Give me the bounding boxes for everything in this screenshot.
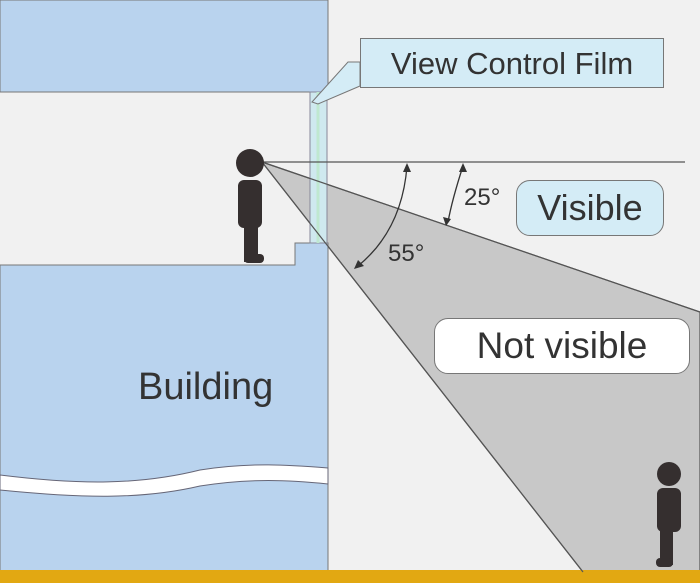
upper-limit-line bbox=[261, 161, 700, 313]
angle-55-arc bbox=[357, 165, 408, 267]
lower-limit-line bbox=[261, 161, 584, 573]
angle-25-label: 25° bbox=[464, 184, 501, 211]
building-label: Building bbox=[138, 366, 274, 408]
person-outside-icon bbox=[656, 462, 681, 567]
ground bbox=[0, 570, 700, 583]
arrowhead-icon bbox=[354, 260, 364, 269]
building-upper-floor bbox=[0, 0, 329, 93]
person-inside-icon bbox=[236, 149, 264, 263]
break-mark bbox=[0, 464, 329, 497]
not-visible-label: Not visible bbox=[434, 318, 690, 374]
angle-55-label: 55° bbox=[388, 240, 425, 267]
arrowhead-icon bbox=[443, 217, 451, 226]
film-label: View Control Film bbox=[360, 38, 664, 88]
arrowhead-icon bbox=[459, 163, 467, 172]
arrowhead-icon bbox=[403, 163, 411, 172]
visible-label: Visible bbox=[516, 180, 664, 236]
